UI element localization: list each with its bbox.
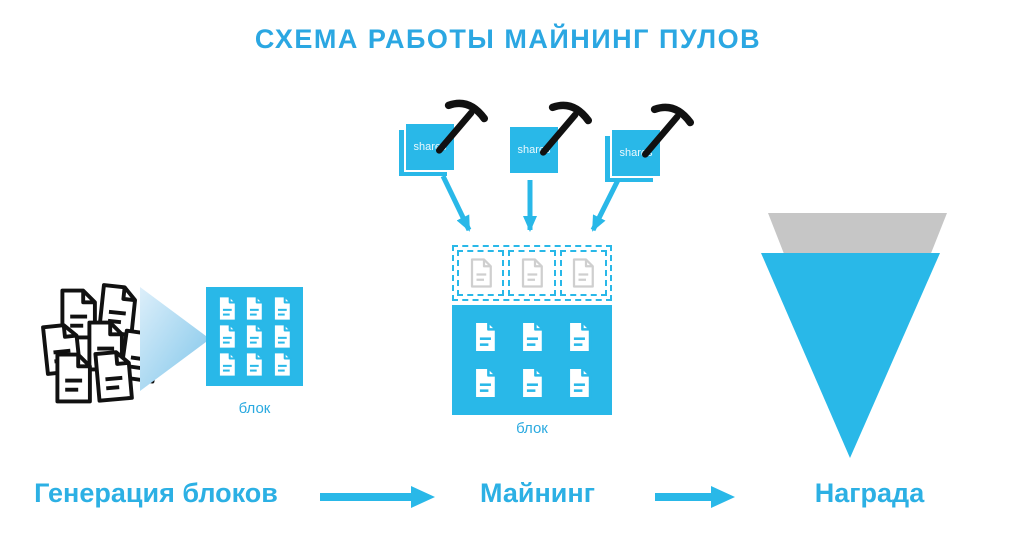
down-arrow-icon: [440, 174, 472, 232]
document-icon: [471, 320, 499, 354]
document-icon: [52, 352, 94, 404]
shares-box-3: shares: [610, 128, 662, 178]
page-title: СХЕМА РАБОТЫ МАЙНИНГ ПУЛОВ: [254, 24, 762, 54]
document-icon: [469, 258, 493, 288]
document-icon: [271, 351, 293, 378]
document-icon: [518, 320, 546, 354]
document-icon: [520, 258, 544, 288]
document-icon: [216, 351, 238, 378]
document-icon: [216, 323, 238, 350]
pending-shares-row: [452, 245, 612, 301]
pickaxe-icon: [532, 98, 592, 158]
mining-pool-block: [452, 305, 612, 415]
left-block-label: блок: [238, 400, 271, 417]
cyan-triangle-icon: [761, 253, 940, 458]
generated-block: [206, 287, 303, 386]
flow-arrow-icon: [655, 486, 735, 508]
document-icon: [216, 295, 238, 322]
reward-logo: [761, 213, 947, 458]
shares-box-2: shares: [508, 125, 560, 175]
flow-arrow-icon: [320, 486, 435, 508]
step-reward-label: Награда: [814, 478, 925, 508]
shares-to-pool-arrows: [440, 174, 623, 232]
pending-share-cell: [559, 250, 607, 296]
document-icon: [243, 351, 265, 378]
document-icon: [271, 323, 293, 350]
pickaxe-icon: [634, 100, 694, 160]
pending-share-cell: [457, 250, 505, 296]
document-icon: [571, 258, 595, 288]
document-icon: [243, 295, 265, 322]
document-icon: [90, 348, 136, 403]
center-block-label: блок: [516, 420, 548, 437]
step-generation-label: Генерация блоков: [34, 478, 278, 508]
generation-arrow-icon: [140, 287, 210, 391]
document-icon: [565, 320, 593, 354]
document-icon: [565, 366, 593, 400]
document-icon: [271, 295, 293, 322]
pending-share-cell: [508, 250, 556, 296]
document-icon: [243, 323, 265, 350]
document-icon: [471, 366, 499, 400]
step-mining-label: Майнинг: [480, 478, 595, 508]
pickaxe-icon: [428, 96, 488, 156]
document-icon: [518, 366, 546, 400]
down-arrow-icon: [590, 174, 623, 232]
